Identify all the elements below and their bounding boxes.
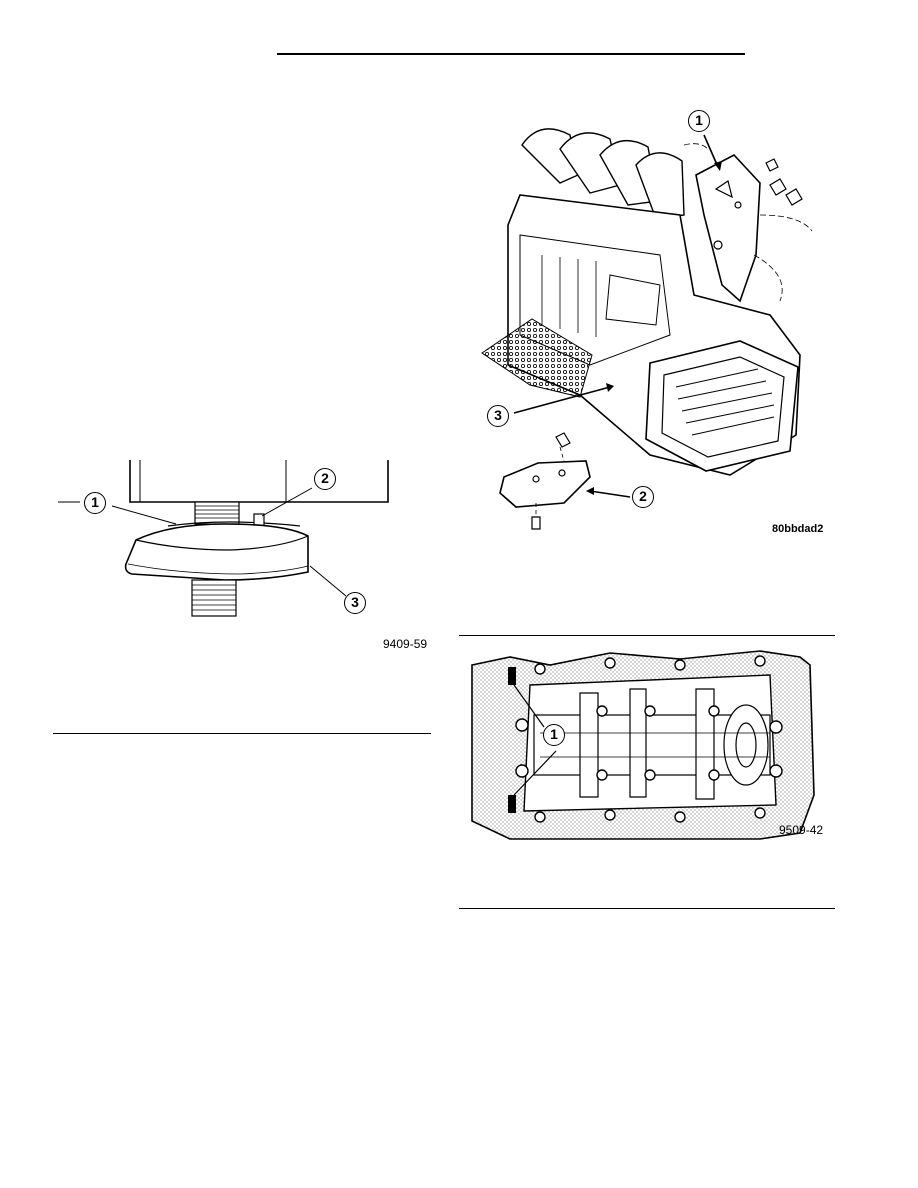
left-figure-divider xyxy=(53,733,431,734)
figure-id-label: 9409-59 xyxy=(383,637,428,651)
figure-engine-bracket: 1 2 3 80bbdad2 xyxy=(460,105,830,545)
callout-1: 1 xyxy=(688,110,710,132)
right-figure-top-rule xyxy=(459,635,835,636)
figure-id-label: 80bbdad2 xyxy=(772,523,824,535)
figure-crankcase-sealer: 1 9509-42 xyxy=(470,645,832,845)
callout-1: 1 xyxy=(543,724,565,746)
callout-3: 3 xyxy=(487,405,509,427)
callout-2: 2 xyxy=(632,486,654,508)
crankcase-illustration xyxy=(471,650,815,840)
figure-oil-filter-adapter: 1 2 3 9409-59 xyxy=(40,440,440,660)
header-rule xyxy=(277,53,745,55)
engine-bracket-illustration xyxy=(481,128,813,530)
oil-filter-adapter-illustration xyxy=(58,460,389,617)
callout-2: 2 xyxy=(314,468,336,490)
callout-1: 1 xyxy=(84,492,106,514)
figure-id-label: 9509-42 xyxy=(779,823,824,837)
callout-3: 3 xyxy=(344,592,366,614)
right-figure-bottom-rule xyxy=(459,908,835,909)
